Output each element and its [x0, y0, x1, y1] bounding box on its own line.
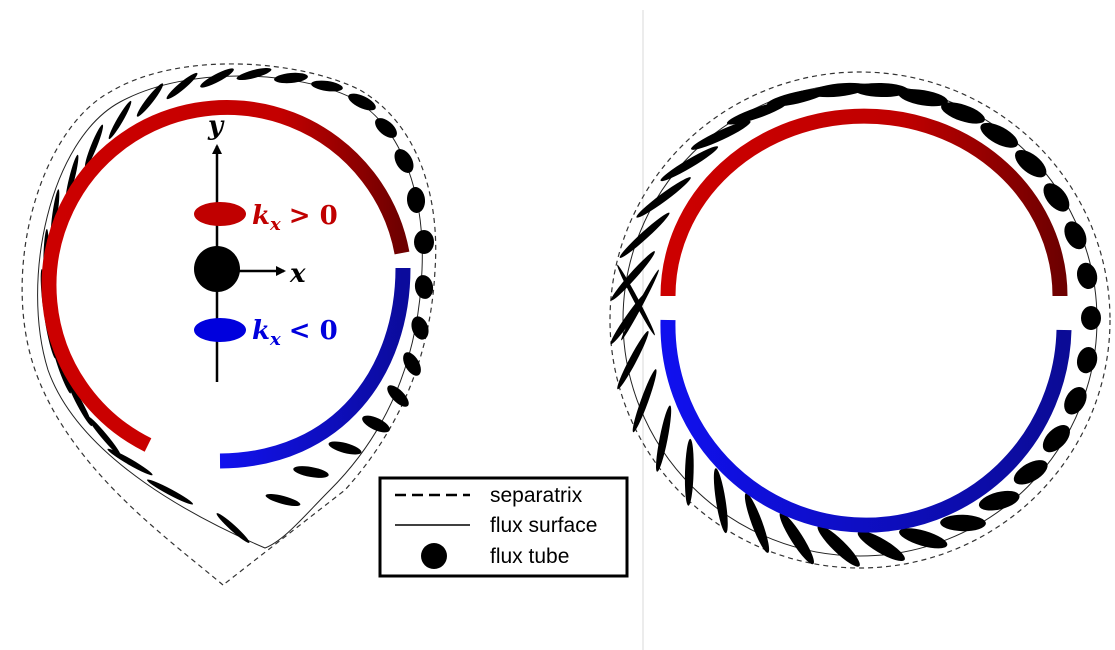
flux-tube-icon: [406, 186, 426, 213]
kx-negative-label: kx< 0: [252, 316, 338, 350]
flux-tube-icon: [414, 230, 434, 254]
right-flux-tubes: [608, 80, 1101, 570]
flux-tube-icon: [164, 70, 199, 101]
flux-tube-icon: [1060, 218, 1091, 253]
flux-tube-icon: [630, 368, 660, 434]
flux-tube-icon: [940, 514, 986, 531]
flux-tube-icon: [265, 491, 302, 508]
y-axis-label: y: [207, 111, 225, 141]
flux-tube-icon: [106, 446, 154, 477]
flux-tube-icon: [408, 314, 431, 342]
flux-tube-icon: [391, 146, 418, 177]
flux-tube-icon: [684, 439, 694, 506]
flux-tube-icon: [1074, 261, 1100, 292]
left-panel-diverted-geometry: y x kx> 0 kx< 0: [22, 64, 436, 585]
right-panel-circular-geometry: [608, 72, 1110, 571]
flux-tube-icon: [384, 382, 412, 410]
kx-negative-ellipse-icon: [194, 318, 246, 342]
flux-tube-icon: [413, 274, 435, 301]
flux-tube-icon: [1074, 345, 1100, 376]
flux-tube-icon: [236, 65, 273, 82]
flux-tube-icon: [292, 464, 329, 480]
legend-flux-tube-icon: [421, 543, 447, 569]
legend-flux-surface-label: flux surface: [490, 514, 597, 537]
flux-tube-icon: [1081, 306, 1101, 330]
right-separatrix: [610, 72, 1110, 568]
origin-flux-tube-icon: [194, 246, 240, 292]
x-axis-label: x: [289, 259, 306, 289]
kx-positive-label: kx> 0: [252, 201, 338, 235]
flux-tube-icon: [215, 511, 252, 545]
left-flux-tubes: [39, 65, 435, 544]
kx-positive-ellipse-icon: [194, 202, 246, 226]
legend-flux-tube-label: flux tube: [490, 545, 569, 568]
legend: separatrix flux surface flux tube: [380, 478, 627, 576]
flux-tube-icon: [614, 329, 651, 391]
flux-tube-icon: [146, 477, 195, 507]
legend-separatrix-label: separatrix: [490, 484, 583, 507]
flux-tube-icon: [372, 114, 401, 141]
flux-tube-icon: [346, 90, 378, 114]
flux-tube-icon: [327, 439, 362, 457]
